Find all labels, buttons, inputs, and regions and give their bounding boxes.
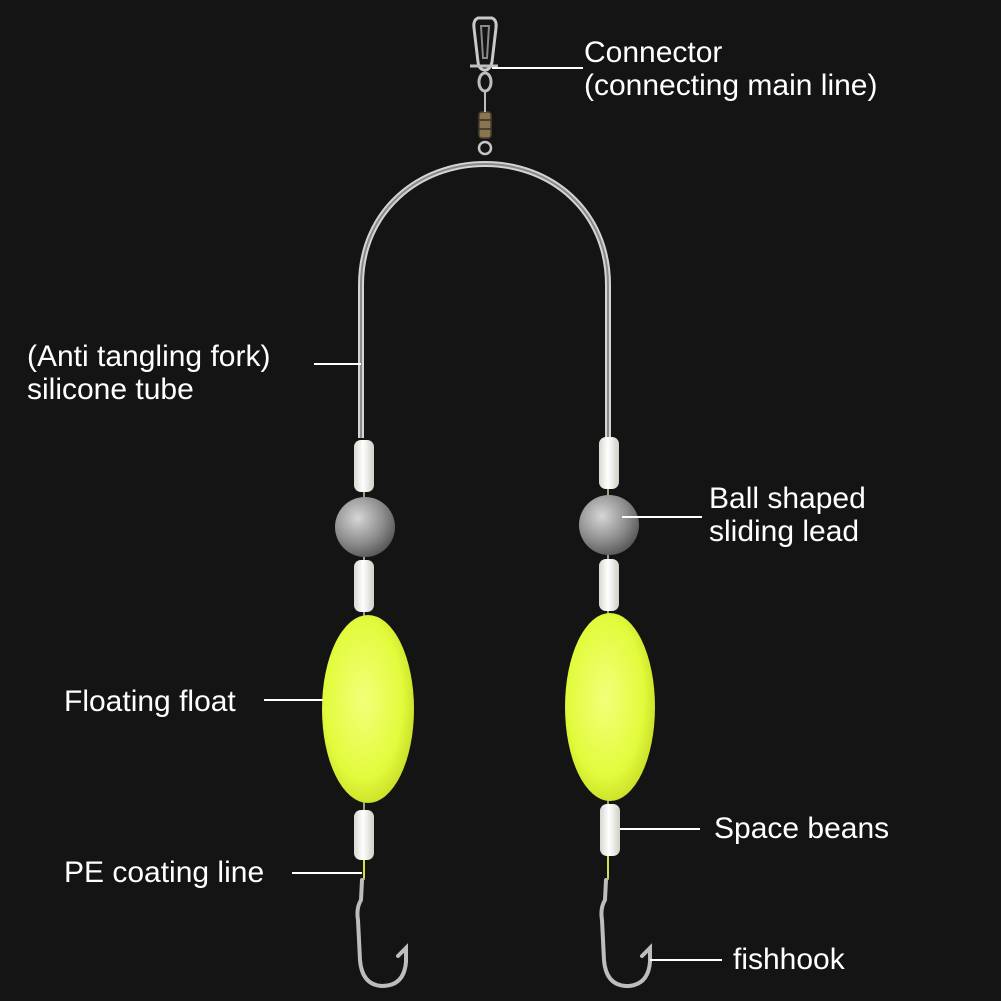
leader-lines xyxy=(264,67,722,961)
label-connector-line-2: (connecting main line) xyxy=(584,69,878,102)
space-bean xyxy=(599,437,619,489)
connector-swivel xyxy=(470,16,498,156)
label-sliding-lead-line-1: Ball shaped xyxy=(709,482,866,515)
label-pe-coating-line: PE coating line xyxy=(64,856,264,889)
label-silicone-tube-line-1: (Anti tangling fork) xyxy=(27,340,271,373)
label-floating-float-line-1: Floating float xyxy=(64,685,236,718)
space-bean xyxy=(354,440,374,492)
label-pe-coating-line-line-1: PE coating line xyxy=(64,856,265,889)
sliding-lead-ball xyxy=(335,497,395,557)
label-space-beans-line-1: Space beans xyxy=(714,812,890,845)
space-bean xyxy=(600,804,620,856)
left-branch xyxy=(322,440,414,989)
floating-float xyxy=(322,615,414,803)
label-floating-float: Floating float xyxy=(64,685,236,718)
label-space-beans: Space beans xyxy=(714,812,889,845)
fishhook xyxy=(355,878,408,989)
space-bean xyxy=(354,560,374,612)
label-sliding-lead-line-2: sliding lead xyxy=(709,515,860,548)
label-silicone-tube: (Anti tangling fork) silicone tube xyxy=(27,340,270,406)
label-fishhook-line-1: fishhook xyxy=(733,943,845,976)
floating-float xyxy=(565,613,655,801)
label-connector: Connector (connecting main line) xyxy=(584,36,877,102)
silicone-tube xyxy=(358,160,611,438)
label-sliding-lead: Ball shaped sliding lead xyxy=(709,482,866,548)
space-bean xyxy=(354,810,374,860)
sliding-lead-ball xyxy=(579,495,639,555)
space-bean xyxy=(599,559,619,611)
label-fishhook: fishhook xyxy=(733,943,845,976)
label-silicone-tube-line-2: silicone tube xyxy=(27,373,194,406)
right-branch xyxy=(565,437,655,989)
fishhook xyxy=(599,878,652,989)
label-connector-line-1: Connector xyxy=(584,36,723,69)
